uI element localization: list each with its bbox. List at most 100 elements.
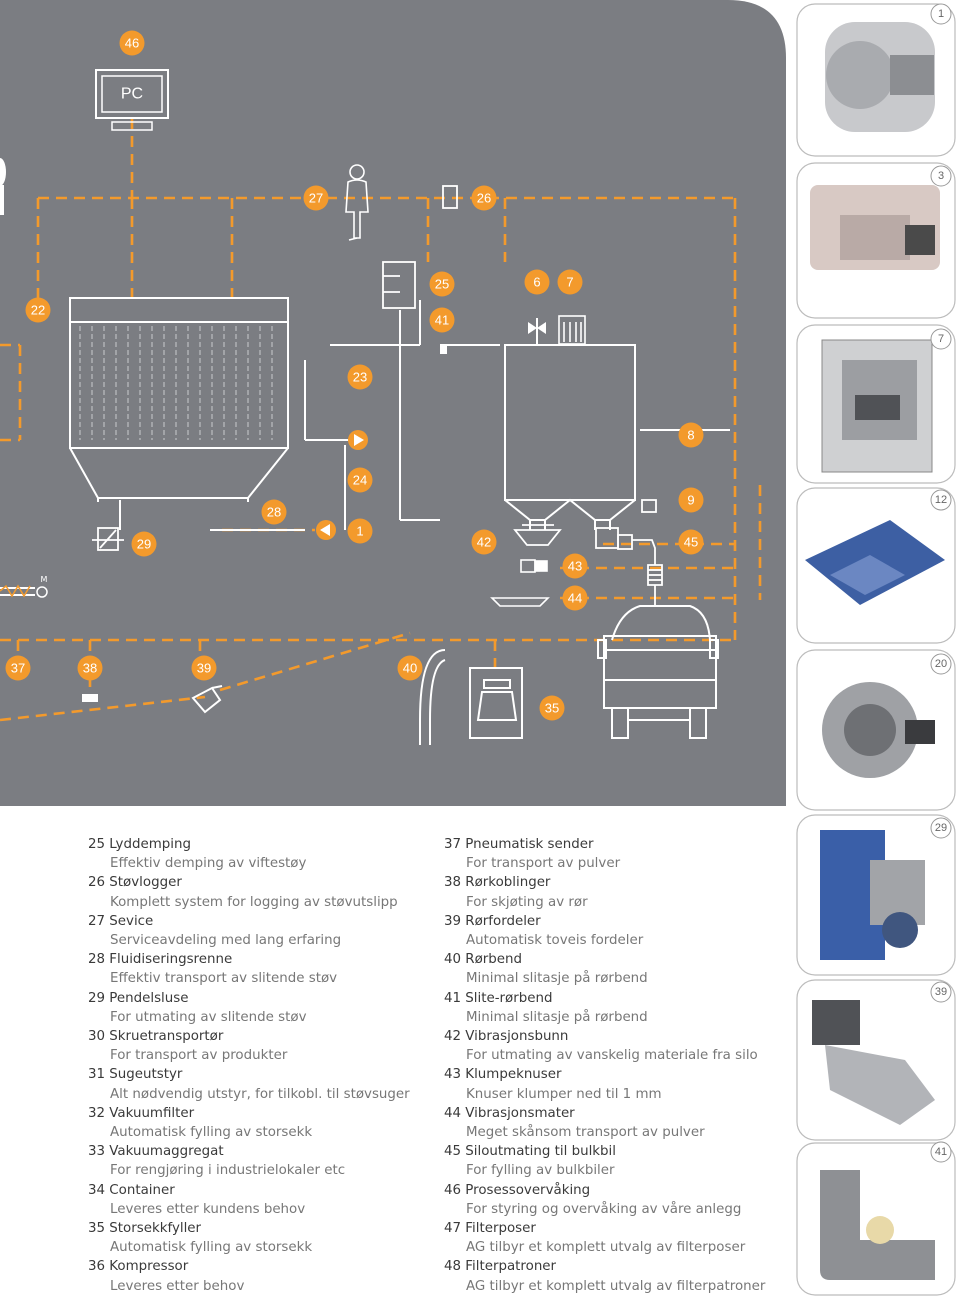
- badge-44: 44: [562, 585, 588, 611]
- svg-text:35: 35: [545, 701, 559, 716]
- legend-title: 26 Støvlogger: [88, 875, 182, 891]
- legend-desc: Leveres etter kundens behov: [110, 1201, 306, 1217]
- process-diagram: PC: [0, 0, 956, 811]
- photo-frame-7: 7: [796, 324, 956, 484]
- badge-37: 37: [5, 655, 31, 681]
- legend-desc: For rengjøring i industrielokaler etc: [110, 1163, 346, 1179]
- legend-title: 47 Filterposer: [444, 1221, 536, 1237]
- svg-text:8: 8: [687, 428, 694, 443]
- badge-25: 25: [429, 271, 455, 297]
- pipe-coupling-icon: [82, 694, 98, 702]
- legend-title: 48 Filterpatroner: [444, 1259, 557, 1275]
- legend-desc: Meget skånsom transport av pulver: [466, 1125, 705, 1141]
- legend-title: 34 Container: [88, 1182, 175, 1198]
- badge-1: 1: [347, 518, 373, 544]
- legend-title: 38 Rørkoblinger: [444, 875, 551, 891]
- svg-text:22: 22: [31, 303, 45, 318]
- svg-text:42: 42: [477, 535, 491, 550]
- legend-title: 43 Klumpeknuser: [444, 1067, 562, 1083]
- badge-45: 45: [678, 529, 704, 555]
- lump-breaker-icon: [520, 559, 548, 573]
- legend-title: 31 Sugeutstyr: [88, 1067, 183, 1083]
- svg-text:23: 23: [353, 370, 367, 385]
- pendulum-valve-icon: [92, 527, 124, 551]
- motor-label: M: [41, 575, 48, 584]
- svg-text:41: 41: [435, 313, 449, 328]
- svg-text:12: 12: [935, 494, 947, 506]
- legend-desc: Serviceavdeling med lang erfaring: [110, 933, 342, 949]
- svg-text:26: 26: [477, 191, 491, 206]
- photo-frame-12: 12: [796, 487, 956, 644]
- svg-text:28: 28: [267, 505, 281, 520]
- svg-text:37: 37: [11, 661, 25, 676]
- white-pipes: [0, 300, 730, 745]
- vibratory-feeder-icon: [490, 597, 550, 607]
- fan-icon-1: [316, 520, 336, 540]
- badges: 46 27 26 25 6 7 22 41 23 8 24 28 9 29 1 …: [5, 30, 704, 721]
- photo-frame-1: 1: [796, 3, 956, 157]
- badge-28: 28: [261, 499, 287, 525]
- wear-elbow-image: [820, 1170, 935, 1280]
- legend-desc: Automatisk toveis fordeler: [466, 933, 644, 949]
- legend-desc: Effektiv transport av slitende støv: [110, 971, 338, 987]
- legend-title: 36 Kompressor: [88, 1259, 189, 1275]
- silo-discharge-icon: [595, 499, 663, 605]
- person-icon-left: [0, 158, 6, 215]
- legend-desc: Automatisk fylling av storsekk: [110, 1240, 313, 1256]
- product-photos: 1 3 7 12 20: [796, 3, 956, 811]
- legend-desc: For utmating av vanskelig materiale fra …: [466, 1048, 758, 1064]
- legend-title: 30 Skruetransportør: [88, 1029, 224, 1045]
- fan-icon-23: [348, 430, 368, 450]
- photo-frame-41: 41: [796, 1141, 956, 1296]
- legend-desc: Minimal slitasje på rørbend: [466, 1009, 648, 1025]
- legend-title: 25 Lyddemping: [88, 837, 191, 852]
- legend-title: 45 Siloutmating til bulkbil: [444, 1144, 616, 1160]
- svg-text:38: 38: [83, 661, 97, 676]
- legend-title: 42 Vibrasjonsbunn: [444, 1029, 569, 1045]
- svg-text:20: 20: [935, 658, 947, 670]
- svg-text:27: 27: [309, 191, 323, 206]
- badge-22: 22: [25, 297, 51, 323]
- legend-title: 46 Prosessovervåking: [444, 1182, 591, 1198]
- svg-text:7: 7: [566, 275, 573, 290]
- svg-text:7: 7: [938, 333, 944, 345]
- svg-text:24: 24: [353, 473, 367, 488]
- photo-frame-29: 29: [796, 814, 956, 976]
- pipe-diverter-icon: [191, 685, 223, 714]
- svg-text:41: 41: [935, 1146, 947, 1158]
- badge-46: 46: [119, 30, 145, 56]
- legend-title: 44 Vibrasjonsmater: [444, 1105, 575, 1121]
- badge-7: 7: [557, 269, 583, 295]
- legend-desc: Knuser klumper ned til 1 mm: [466, 1086, 662, 1102]
- pendulum-valve-image: [820, 830, 885, 960]
- legend-desc: AG tilbyr et komplett utvalg av filterpo…: [466, 1240, 746, 1256]
- svg-text:43: 43: [568, 559, 582, 574]
- legend-desc: For skjøting av rør: [466, 894, 588, 910]
- legend-title: 28 Fluidiseringsrenne: [88, 952, 233, 968]
- badge-39: 39: [191, 655, 217, 681]
- legend-desc: Komplett system for logging av støvutsli…: [110, 894, 398, 910]
- legend-title: 29 Pendelsluse: [88, 990, 189, 1006]
- bulk-truck-icon: [597, 605, 719, 739]
- legend-title: 33 Vakuumaggregat: [88, 1144, 224, 1160]
- badge-42: 42: [471, 529, 497, 555]
- legend-desc: Alt nødvendig utstyr, for tilkobl. til s…: [110, 1086, 410, 1102]
- filter-unit: [69, 297, 289, 502]
- svg-text:6: 6: [533, 275, 540, 290]
- svg-text:39: 39: [935, 986, 947, 998]
- diverter-image: [812, 1000, 860, 1045]
